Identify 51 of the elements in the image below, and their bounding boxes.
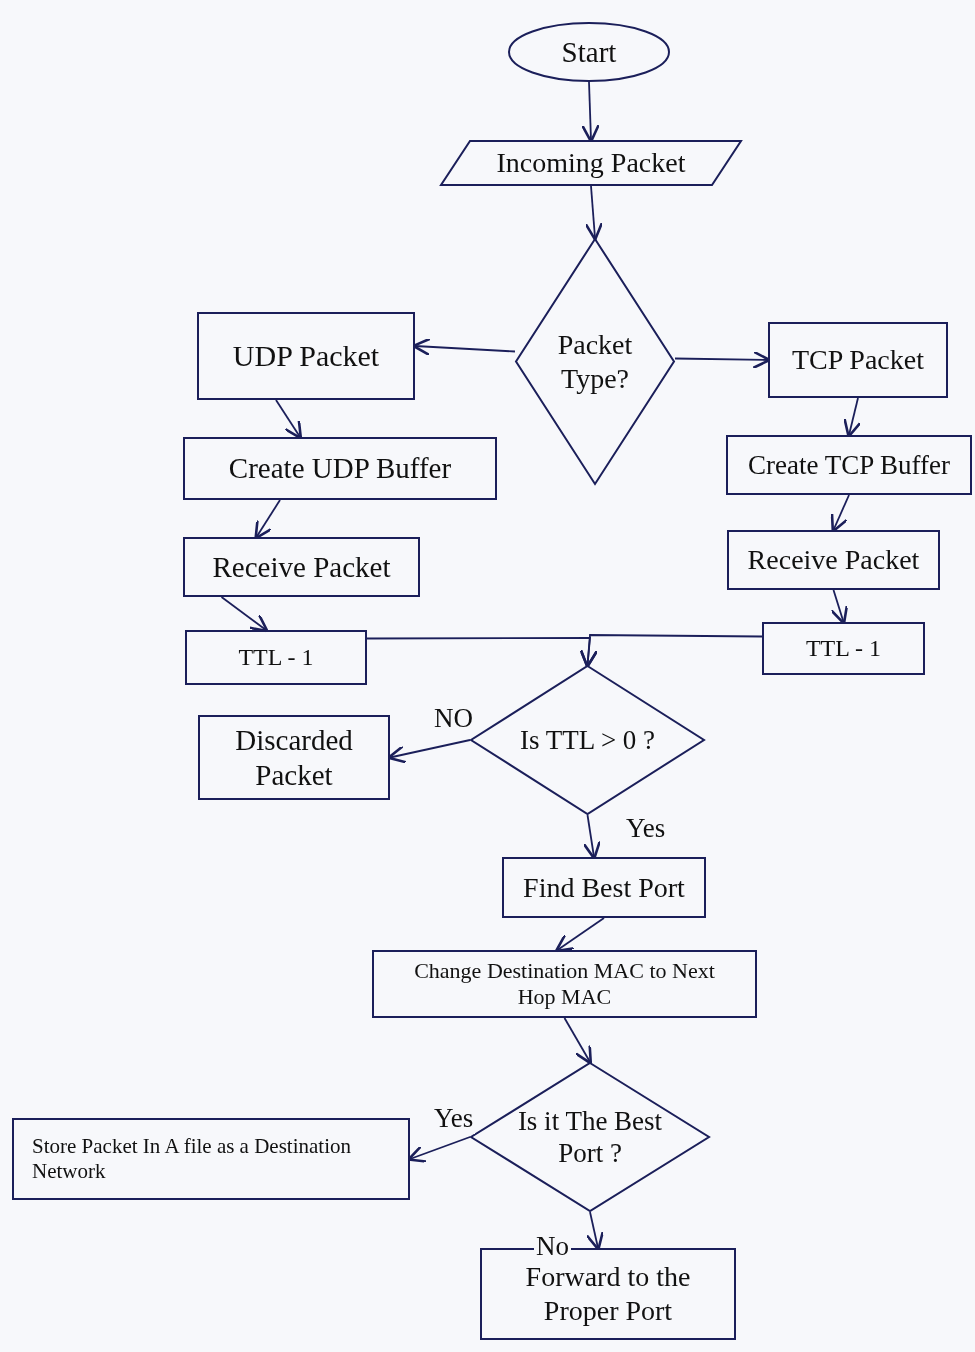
node-label: TTL - 1 — [238, 643, 314, 672]
node-label: Is TTL > 0 ? — [519, 723, 656, 757]
arrow — [387, 739, 471, 764]
node-label: Receive Packet — [212, 549, 391, 585]
arrow — [582, 814, 602, 860]
arrow — [830, 494, 850, 533]
process-box — [183, 537, 420, 597]
node-label: Create TCP Buffer — [748, 448, 950, 482]
process-box — [185, 630, 367, 685]
node-label: Store Packet In A file as a Destination Network — [32, 1133, 352, 1185]
arrow — [585, 1211, 605, 1251]
process-box — [762, 622, 925, 675]
arrow — [581, 81, 600, 143]
arrow — [407, 1136, 471, 1163]
arrow — [830, 589, 849, 625]
node-label: Find Best Port — [523, 870, 685, 905]
process-box — [197, 312, 415, 400]
node-label: TTL - 1 — [805, 634, 882, 663]
decision-diamond — [470, 665, 705, 815]
input-parallelogram — [440, 140, 742, 186]
node-label: Packet Type? — [556, 327, 634, 396]
node-label: TCP Packet — [792, 343, 924, 377]
arrow — [220, 596, 269, 633]
process-box — [372, 950, 757, 1018]
arrow — [674, 350, 771, 370]
process-box — [502, 857, 706, 918]
node-label: Change Destination MAC to Next Hop MAC — [413, 957, 716, 1011]
arrow — [584, 185, 604, 241]
node-label: Incoming Packet — [496, 146, 686, 180]
arrow — [412, 337, 516, 357]
node-label: UDP Packet — [232, 338, 380, 374]
start-ellipse — [508, 22, 670, 82]
arrow — [843, 397, 862, 438]
arrow — [563, 1017, 593, 1065]
decision-diamond — [515, 238, 675, 485]
node-label: Start — [561, 34, 617, 70]
node-label: Discarded Packet — [234, 722, 354, 793]
process-box — [198, 715, 390, 800]
arrow — [554, 917, 605, 953]
process-box — [768, 322, 948, 398]
process-box — [183, 437, 497, 500]
node-label: Forward to the Proper Port — [524, 1260, 692, 1328]
node-label: Is it The Best Port ? — [516, 1104, 664, 1170]
process-box — [727, 530, 940, 590]
process-box — [12, 1118, 410, 1200]
arrow — [579, 634, 763, 668]
process-box — [726, 435, 972, 495]
node-label: Create UDP Buffer — [228, 451, 452, 486]
node-label: Receive Packet — [747, 543, 920, 577]
arrow — [254, 499, 281, 540]
arrow — [275, 399, 303, 440]
